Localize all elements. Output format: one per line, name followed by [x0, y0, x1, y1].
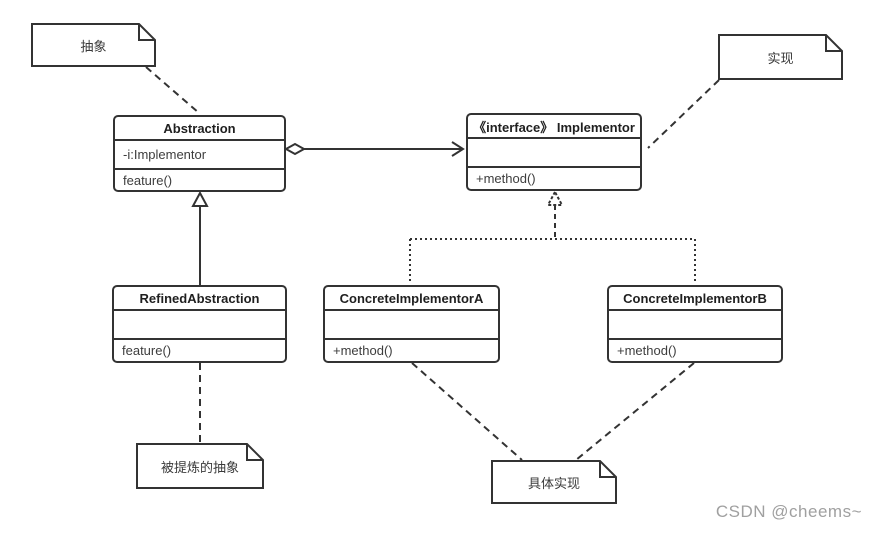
note-link-implementation — [647, 79, 720, 149]
class-refined-abstraction-attribute — [114, 311, 285, 340]
class-implementor-name: 《interface》 Implementor — [468, 115, 640, 139]
realization-connector — [409, 189, 696, 284]
class-concrete-implementor-a-method: +method() — [333, 343, 393, 358]
class-abstraction-method: feature() — [123, 172, 173, 188]
class-concrete-implementor-b-attribute — [609, 311, 781, 340]
class-abstraction-name: Abstraction — [115, 117, 284, 141]
class-implementor-attribute — [468, 139, 640, 168]
class-abstraction: Abstraction -i:Implementor feature() — [113, 115, 286, 192]
class-refined-abstraction: RefinedAbstraction feature() — [112, 285, 287, 363]
class-implementor-interface: 《interface》 Implementor +method() — [466, 113, 642, 191]
class-abstraction-attribute: -i:Implementor — [115, 141, 284, 170]
class-refined-abstraction-method: feature() — [122, 343, 172, 358]
class-concrete-implementor-a-name: ConcreteImplementorA — [325, 287, 498, 311]
note-shape-abstract — [31, 23, 156, 67]
aggregation-diamond-icon — [283, 142, 307, 156]
hollow-triangle-icon — [191, 190, 209, 207]
class-refined-abstraction-name: RefinedAbstraction — [114, 287, 285, 311]
aggregation-connector — [283, 141, 465, 157]
watermark: CSDN @cheems~ — [715, 502, 862, 521]
class-concrete-implementor-b-name: ConcreteImplementorB — [609, 287, 781, 311]
class-concrete-implementor-a-attribute — [325, 311, 498, 340]
note-shape-implementation — [718, 34, 843, 80]
note-shape-refined-abstraction — [136, 443, 264, 489]
note-shape-concrete-implementation — [491, 460, 617, 504]
inheritance-connector — [191, 190, 209, 285]
note-link-concrete-a — [411, 362, 523, 461]
note-link-abstract — [145, 66, 200, 114]
open-arrowhead-icon — [451, 141, 465, 157]
hollow-triangle-dashed-icon — [546, 189, 564, 206]
class-concrete-implementor-b: ConcreteImplementorB +method() — [607, 285, 783, 363]
class-implementor-method: +method() — [476, 171, 536, 186]
class-concrete-implementor-b-method: +method() — [617, 343, 677, 358]
class-concrete-implementor-a: ConcreteImplementorA +method() — [323, 285, 500, 363]
note-link-concrete-b — [575, 362, 695, 461]
